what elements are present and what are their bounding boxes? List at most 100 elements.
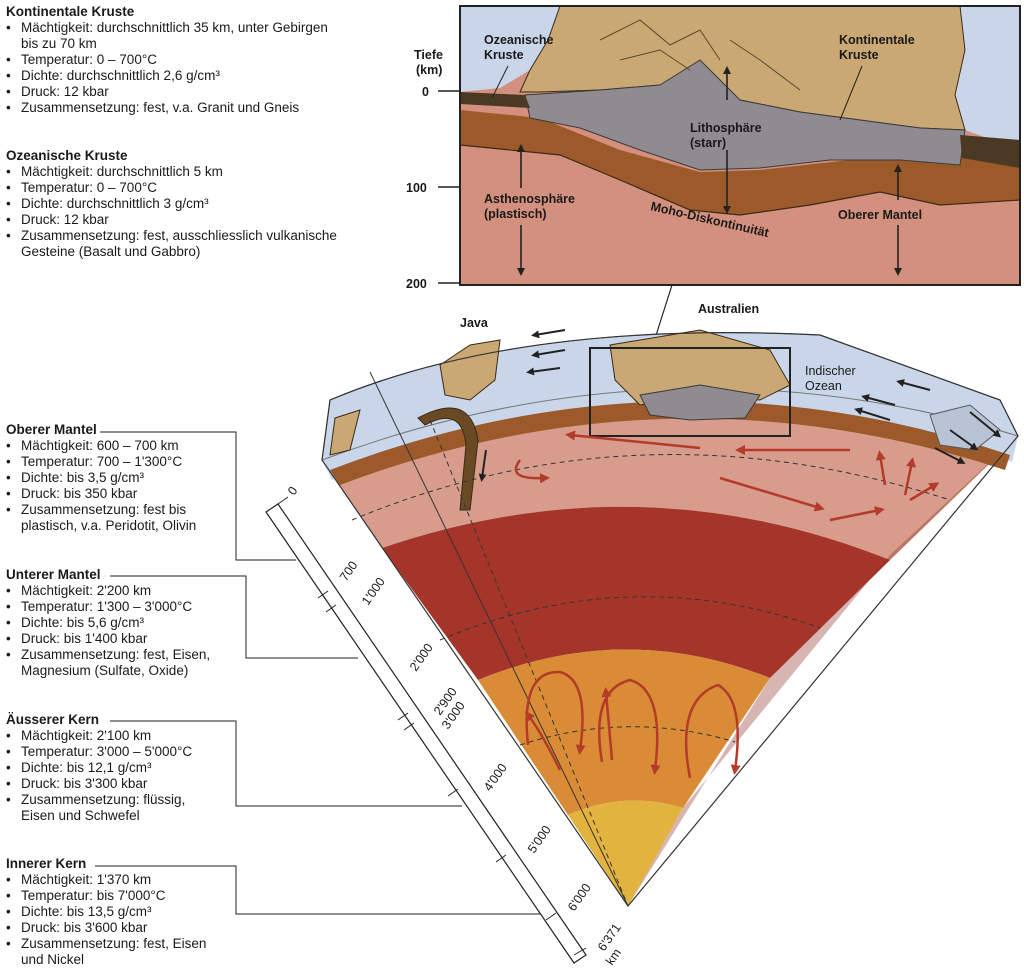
block-line: Zusammensetzung: fest, Eisen, (6, 647, 210, 663)
block-title: Oberer Mantel (6, 422, 97, 437)
depth-tick-0: 0 (422, 85, 429, 99)
block-line: Mächtigkeit: 2'100 km (6, 728, 192, 744)
scale-tick (447, 788, 459, 797)
label-kontinentale-kruste-2: Kruste (839, 48, 879, 62)
block-line: Temperatur: 1'300 – 3'000°C (6, 599, 210, 615)
wedge-dashed-upper (351, 454, 951, 521)
block-line: Dichte: durchschnittlich 2,6 g/cm³ (6, 68, 328, 84)
conv-arrow-4 (719, 476, 825, 512)
block-line: Zusammensetzung: fest, Eisen (6, 936, 206, 952)
leader-aeusserer-kern (110, 720, 462, 807)
wedge-outline (321, 332, 1019, 907)
depth-title: Tiefe (414, 48, 443, 62)
block-title: Kontinentale Kruste (6, 4, 135, 19)
block-title: Unterer Mantel (6, 567, 101, 582)
scale-tick (325, 604, 337, 613)
wedge-ridge (929, 404, 1001, 451)
slab-arrow (478, 449, 487, 482)
wedge-subducting-slab (417, 407, 479, 511)
block-unterer-mantel: Unterer Mantel Mächtigkeit: 2'200 km Tem… (6, 567, 210, 679)
depth-unit: (km) (416, 63, 442, 77)
block-line: Dichte: durchschnittlich 3 g/cm³ (6, 196, 337, 212)
block-line-cont: Eisen und Schwefel (21, 808, 140, 823)
block-line: Dichte: bis 3,5 g/cm³ (6, 470, 196, 486)
block-line: Mächtigkeit: 600 – 700 km (6, 438, 196, 454)
conv-arrow-1 (565, 430, 701, 450)
label-australien: Australien (698, 302, 759, 316)
block-line: Temperatur: bis 7'000°C (6, 888, 206, 904)
block-line: Temperatur: 700 – 1'300°C (6, 454, 196, 470)
core-loop-up-2 (601, 687, 614, 761)
plate-arrow-2 (531, 349, 566, 359)
block-aeusserer-kern: Äusserer Kern Mächtigkeit: 2'100 km Temp… (6, 712, 192, 824)
block-leaders (95, 431, 556, 915)
block-line: Druck: bis 1'400 kbar (6, 631, 210, 647)
block-ozeanische-kruste: Ozeanische Kruste Mächtigkeit: durchschn… (6, 148, 337, 260)
block-line: Druck: bis 350 kbar (6, 486, 196, 502)
label-kontinentale-kruste-1: Kontinentale (839, 33, 915, 47)
block-line: Zusammensetzung: fest, ausschliesslich v… (6, 228, 337, 244)
block-line-cont: und Nickel (21, 952, 85, 967)
wedge-australia-lithosphere (639, 384, 761, 421)
core-loop-2 (598, 678, 661, 775)
block-line: Druck: 12 kbar (6, 84, 328, 100)
conv-arrow-3 (514, 459, 550, 484)
scale-label-2000: 2'000 (407, 641, 436, 674)
plate-arrow-3 (526, 367, 561, 376)
inset-ocean-right (955, 6, 1020, 150)
plate-arrow-5 (861, 394, 896, 406)
scale-label-6000: 6'000 (565, 881, 594, 914)
scale-tick (573, 947, 587, 956)
block-line: Druck: 12 kbar (6, 212, 337, 228)
block-line: Temperatur: 0 – 700°C (6, 180, 337, 196)
plate-arrow-9 (934, 447, 966, 464)
block-line: Zusammensetzung: fest bis (6, 502, 196, 518)
block-title: Innerer Kern (6, 856, 87, 871)
scale-tick (495, 854, 507, 863)
plate-arrow-7 (969, 411, 1002, 438)
conv-arrow-6 (875, 450, 887, 486)
scale-label-700: 700 (337, 559, 360, 584)
core-loop-3 (684, 683, 741, 779)
block-line: Mächtigkeit: 1'370 km (6, 872, 206, 888)
block-title: Äusserer Kern (6, 712, 100, 727)
block-title: Ozeanische Kruste (6, 148, 128, 163)
wedge-lower-mantle (382, 506, 890, 680)
wedge-crust-band (330, 401, 1010, 485)
block-line: Mächtigkeit: durchschnittlich 5 km (6, 164, 337, 180)
wedge-dashed-lower (439, 596, 821, 641)
scale-tick (317, 590, 329, 599)
scale-label-4000: 4'000 (481, 761, 510, 794)
plate-arrows (478, 329, 1002, 482)
wedge-inner-core (568, 800, 683, 906)
scale-tick (397, 712, 409, 721)
wedge-outer-core (478, 649, 770, 815)
block-line: Mächtigkeit: 2'200 km (6, 583, 210, 599)
depth-tick-200: 200 (406, 277, 427, 291)
block-line: Druck: bis 3'300 kbar (6, 776, 192, 792)
wedge-dashed-axis (429, 419, 629, 907)
block-line: Mächtigkeit: durchschnittlich 35 km, unt… (6, 20, 328, 36)
label-indischer-ozean-2: Ozean (805, 379, 842, 393)
scale-bar (265, 503, 587, 964)
conv-arrow-5 (829, 506, 885, 522)
label-indischer-ozean-1: Indischer (805, 364, 856, 378)
block-kontinentale-kruste: Kontinentale Kruste Mächtigkeit: durchsc… (6, 4, 328, 116)
block-line: Dichte: bis 13,5 g/cm³ (6, 904, 206, 920)
inset-mantle-band (460, 110, 1020, 215)
block-line: Dichte: bis 5,6 g/cm³ (6, 615, 210, 631)
core-loop-1 (525, 670, 586, 755)
label-asthenosphaere-2: (plastisch) (484, 207, 547, 221)
conv-arrow-7 (903, 457, 916, 496)
block-line-cont: plastisch, v.a. Peridotit, Olivin (21, 518, 197, 533)
inset-oceanic-crust-right (960, 135, 1020, 168)
label-oberer-mantel-inset: Oberer Mantel (838, 208, 922, 222)
label-ozeanische-kruste-1: Ozeanische (484, 33, 554, 47)
block-line: Temperatur: 3'000 – 5'000°C (6, 744, 192, 760)
plate-arrow-8 (949, 429, 979, 451)
block-innerer-kern: Innerer Kern Mächtigkeit: 1'370 km Tempe… (6, 856, 206, 968)
convection-arrows (514, 430, 940, 779)
core-loop-up-1 (524, 711, 562, 771)
block-oberer-mantel: Oberer Mantel Mächtigkeit: 600 – 700 km … (6, 422, 196, 534)
conv-arrow-8 (909, 482, 940, 502)
